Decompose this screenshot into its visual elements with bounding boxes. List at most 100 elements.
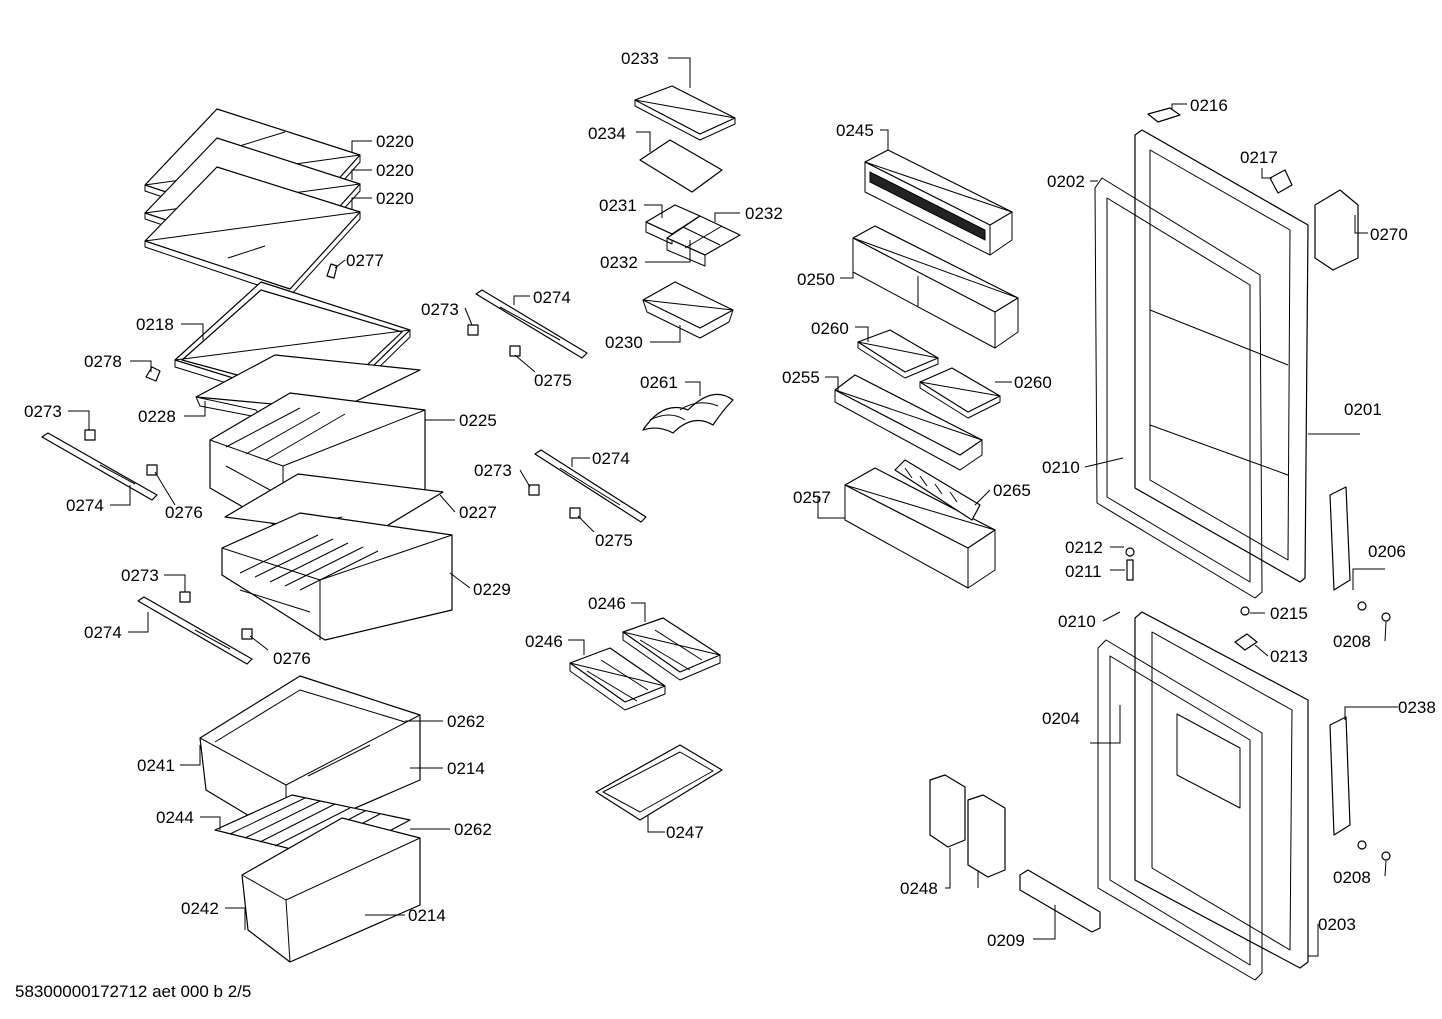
label-0231: 0231 [599, 196, 637, 215]
rail-0274-center-lower [534, 449, 647, 523]
label-0227: 0227 [459, 503, 497, 522]
shelf-clip-0277 [326, 263, 338, 279]
upper-gasket-0202 [1094, 177, 1263, 599]
label-0218: 0218 [136, 315, 174, 334]
label-0210-a: 0210 [1042, 458, 1080, 477]
label-0273-c: 0273 [421, 300, 459, 319]
tray-0230 [642, 281, 734, 339]
hinge-0213 [1234, 633, 1258, 651]
label-0241: 0241 [137, 756, 175, 775]
door-bin-0245 [864, 149, 1013, 256]
label-0220-c: 0220 [376, 189, 414, 208]
label-0201: 0201 [1344, 400, 1382, 419]
rail-0274-left-upper [41, 432, 158, 501]
egg-tray-0260-right [919, 367, 1001, 419]
label-0209: 0209 [987, 931, 1025, 950]
label-0262-b: 0262 [454, 820, 492, 839]
label-0206: 0206 [1368, 542, 1406, 561]
washer-0215 [1240, 606, 1250, 616]
label-0220-b: 0220 [376, 161, 414, 180]
label-0234: 0234 [588, 124, 626, 143]
label-0265: 0265 [993, 481, 1031, 500]
label-0215: 0215 [1270, 604, 1308, 623]
label-0255: 0255 [782, 368, 820, 387]
label-0214-b: 0214 [408, 906, 446, 925]
label-0273-d: 0273 [474, 461, 512, 480]
label-0277: 0277 [346, 251, 384, 270]
label-0244: 0244 [156, 808, 194, 827]
ice-tray-0246-left [569, 647, 666, 711]
handle-0238 [1329, 716, 1351, 836]
label-0212: 0212 [1065, 538, 1103, 557]
label-0260-b: 0260 [1014, 373, 1052, 392]
tray-0247 [595, 744, 723, 821]
cover-0209 [1019, 869, 1101, 933]
door-bin-0255 [834, 374, 983, 471]
screw-0208-a [1357, 601, 1367, 611]
clip-0273-a [84, 429, 96, 441]
clip-0273-c [467, 324, 479, 336]
ice-box-0231-0232 [645, 204, 741, 267]
label-0276-b: 0276 [273, 649, 311, 668]
label-0228: 0228 [138, 407, 176, 426]
drawing-number-footer: 58300000172712 aet 000 b 2/5 [15, 982, 251, 1001]
bin-0214-lower [241, 817, 421, 963]
ice-tray-0246-right [622, 617, 721, 681]
pad-0234 [639, 139, 723, 193]
label-0204: 0204 [1042, 709, 1080, 728]
part-0217 [1269, 169, 1293, 194]
label-0217: 0217 [1240, 148, 1278, 167]
label-0211: 0211 [1065, 562, 1102, 581]
label-0257: 0257 [793, 488, 831, 507]
lower-door-0203 [1134, 611, 1309, 969]
label-0230: 0230 [605, 333, 643, 352]
label-0229: 0229 [473, 580, 511, 599]
label-0262-a: 0262 [447, 712, 485, 731]
label-0261: 0261 [640, 373, 678, 392]
label-0275-b: 0275 [595, 531, 633, 550]
label-0202: 0202 [1047, 172, 1085, 191]
label-0248: 0248 [900, 879, 938, 898]
label-0275-a: 0275 [534, 371, 572, 390]
label-0216: 0216 [1190, 96, 1228, 115]
label-0274-c: 0274 [533, 288, 571, 307]
cap-0270 [1314, 189, 1359, 271]
part-labels: 0220 0220 0220 0277 0218 0278 0228 0225 … [24, 49, 1436, 950]
label-0246-b: 0246 [525, 632, 563, 651]
screw-0208-b [1357, 840, 1367, 850]
door-bin-0257 [844, 467, 996, 589]
rail-0274-center-upper [475, 289, 588, 359]
clip-0273-d [528, 484, 540, 496]
rail-0274-left-lower [137, 596, 253, 665]
lower-gasket-0204 [1097, 639, 1263, 981]
label-0278: 0278 [84, 352, 122, 371]
handle-0206 [1329, 486, 1351, 591]
label-0260-a: 0260 [811, 319, 849, 338]
label-0274-a: 0274 [66, 496, 104, 515]
upper-door-0201 [1134, 129, 1309, 583]
part-0216 [1147, 107, 1181, 123]
glass-shelf-stack [144, 108, 361, 297]
cap-0208-b [1381, 851, 1391, 861]
clip-0275-b [569, 507, 581, 519]
brush-0265 [894, 459, 981, 521]
label-0250: 0250 [797, 270, 835, 289]
label-0232-b: 0232 [600, 253, 638, 272]
label-0210-b: 0210 [1058, 612, 1096, 631]
label-0247: 0247 [666, 823, 704, 842]
pin-0211 [1126, 559, 1134, 581]
tray-0233 [634, 85, 736, 141]
label-0270: 0270 [1370, 225, 1408, 244]
label-0276-a: 0276 [165, 503, 203, 522]
clip-0276-b [241, 628, 253, 640]
label-0274-b: 0274 [84, 623, 122, 642]
clip-0278 [145, 366, 161, 382]
label-0242: 0242 [181, 899, 219, 918]
label-0208-b: 0208 [1333, 868, 1371, 887]
mat-0261 [642, 393, 734, 434]
clip-0276-a [146, 464, 158, 476]
bin-0214-upper [199, 675, 421, 839]
label-0220-a: 0220 [376, 132, 414, 151]
label-0273-a: 0273 [24, 402, 62, 421]
